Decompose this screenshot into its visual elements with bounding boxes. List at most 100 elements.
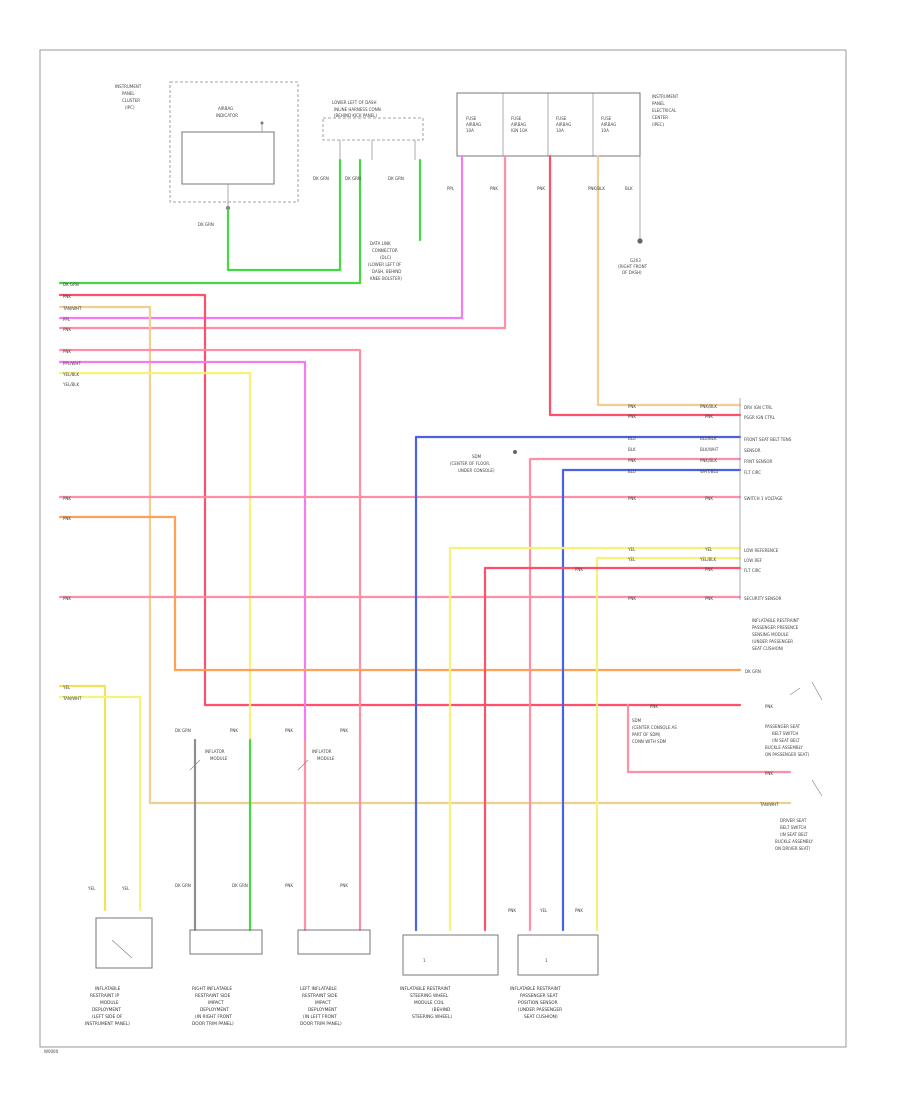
svg-text:INFLATABLE RESTRAINT: INFLATABLE RESTRAINT [752, 618, 800, 623]
cluster-label-4: (IPC) [125, 105, 135, 110]
svg-text:BELT SWITCH: BELT SWITCH [772, 731, 798, 736]
diagram-id: W0000 [44, 1049, 59, 1054]
svg-text:PPL: PPL [63, 317, 71, 322]
svg-text:(IN RIGHT FRONT: (IN RIGHT FRONT [195, 1014, 232, 1020]
svg-text:FLT CIRC: FLT CIRC [744, 470, 761, 475]
svg-text:FRNT SENSOR: FRNT SENSOR [744, 459, 773, 464]
svg-text:DK GRN: DK GRN [63, 282, 79, 287]
svg-text:MODULE: MODULE [317, 756, 335, 761]
cluster-label-2: PANEL [122, 91, 135, 96]
svg-text:BLU: BLU [628, 469, 636, 474]
svg-text:DK GRN: DK GRN [313, 176, 329, 181]
svg-text:FLT CIRC: FLT CIRC [744, 568, 761, 573]
svg-text:FUSE: FUSE [556, 116, 567, 121]
svg-text:PASSENGER SEAT: PASSENGER SEAT [520, 993, 558, 999]
svg-text:FUSE: FUSE [466, 116, 477, 121]
svg-text:YEL: YEL [627, 547, 636, 552]
svg-text:PASSENGER SEAT: PASSENGER SEAT [765, 724, 801, 729]
svg-text:PNK: PNK [63, 294, 71, 299]
svg-text:PPL/WHT: PPL/WHT [63, 361, 81, 366]
svg-text:BLK: BLK [625, 186, 633, 191]
right-inner-labels: PNK PNK BLU BLK PNK BLU PNK YEL YEL PNK … [575, 404, 658, 709]
svg-text:INFLATABLE RESTRAINT: INFLATABLE RESTRAINT [400, 986, 451, 992]
svg-text:PNK: PNK [628, 458, 636, 463]
svg-text:INFLATOR: INFLATOR [312, 749, 332, 754]
svg-text:YEL/BLK: YEL/BLK [62, 382, 80, 387]
svg-text:G203: G203 [630, 258, 641, 263]
svg-text:YEL/BLK: YEL/BLK [699, 557, 717, 562]
svg-text:YEL: YEL [704, 547, 713, 552]
svg-text:DRIVER SEAT: DRIVER SEAT [780, 818, 807, 823]
svg-text:INFLATOR: INFLATOR [205, 749, 225, 754]
svg-text:(LEFT SIDE OF: (LEFT SIDE OF [92, 1014, 123, 1020]
svg-text:DRV IGN CTRL: DRV IGN CTRL [744, 405, 773, 410]
svg-text:RESTRAINT IP: RESTRAINT IP [90, 993, 120, 999]
svg-text:DK GRN: DK GRN [345, 176, 361, 181]
svg-text:PNK: PNK [285, 728, 293, 733]
svg-text:PNK: PNK [705, 496, 713, 501]
svg-text:BELT SWITCH: BELT SWITCH [780, 825, 806, 830]
airbag-indicator-1: AIRBAG [218, 106, 233, 111]
top-wire-labels: DK GRN DK GRN DK GRN DK GRN PPL PNK PNK … [198, 176, 633, 227]
svg-text:DK GRN: DK GRN [175, 883, 191, 888]
svg-text:PNK: PNK [537, 186, 545, 191]
svg-text:YEL: YEL [87, 886, 96, 891]
svg-text:PNK: PNK [705, 414, 713, 419]
instrument-cluster: INSTRUMENT PANEL CLUSTER (IPC) AIRBAG IN… [115, 81, 299, 211]
svg-text:PNK: PNK [340, 728, 348, 733]
svg-text:(BEHIND: (BEHIND [432, 1007, 451, 1013]
svg-text:OF DASH): OF DASH) [622, 270, 642, 275]
svg-text:ON PASSENGER SEAT): ON PASSENGER SEAT) [765, 752, 810, 757]
svg-text:CENTER: CENTER [652, 115, 668, 120]
svg-text:IMPACT: IMPACT [208, 1000, 224, 1006]
svg-text:INLINE HARNESS CONN: INLINE HARNESS CONN [334, 107, 381, 112]
svg-text:(LOWER LEFT OF: (LOWER LEFT OF [368, 262, 402, 267]
ground-icon [637, 238, 643, 244]
sdm-ground-dot [513, 450, 517, 454]
svg-text:PNK: PNK [628, 596, 636, 601]
svg-text:RESTRAINT SIDE: RESTRAINT SIDE [195, 993, 231, 999]
svg-text:STEERING WHEEL: STEERING WHEEL [410, 993, 449, 999]
svg-text:(IN SEAT BELT: (IN SEAT BELT [780, 832, 808, 837]
svg-text:FRONT SEAT BELT TENS: FRONT SEAT BELT TENS [744, 437, 792, 442]
svg-text:RIGHT INFLATABLE: RIGHT INFLATABLE [192, 986, 232, 992]
svg-text:BLK: BLK [628, 447, 636, 452]
svg-text:PNK: PNK [63, 327, 71, 332]
svg-text:PASSENGER PRESENCE: PASSENGER PRESENCE [752, 625, 799, 630]
svg-text:CONN WITH SDM: CONN WITH SDM [632, 739, 667, 744]
svg-text:MODULE: MODULE [100, 1000, 119, 1006]
bottom-components: 1 1 [95, 917, 599, 976]
svg-text:IMPACT: IMPACT [315, 1000, 331, 1006]
svg-text:PNK: PNK [340, 883, 348, 888]
svg-text:LOW REF: LOW REF [744, 558, 763, 563]
svg-text:SEAT CUSHION): SEAT CUSHION) [524, 1014, 558, 1020]
svg-text:INFLATABLE RESTRAINT: INFLATABLE RESTRAINT [510, 986, 561, 992]
svg-text:BLK/WHT: BLK/WHT [700, 447, 719, 452]
svg-text:PNK/BLK: PNK/BLK [700, 458, 717, 463]
svg-text:MODULE: MODULE [210, 756, 228, 761]
svg-text:INSTRUMENT: INSTRUMENT [652, 94, 679, 99]
svg-text:SWITCH 1 VOLTAGE: SWITCH 1 VOLTAGE [744, 496, 783, 501]
svg-text:MODULE COIL: MODULE COIL [414, 1000, 445, 1006]
svg-text:DEPLOYMENT: DEPLOYMENT [92, 1007, 121, 1013]
svg-text:SECURITY SENSOR: SECURITY SENSOR [744, 596, 782, 601]
svg-text:PNK: PNK [765, 704, 773, 709]
svg-text:(IN SEAT BELT: (IN SEAT BELT [772, 738, 800, 743]
svg-text:DK GRN: DK GRN [198, 222, 214, 227]
svg-text:PNK: PNK [490, 186, 498, 191]
svg-text:PNK: PNK [650, 704, 658, 709]
svg-text:DASH, BEHIND: DASH, BEHIND [372, 269, 401, 274]
svg-text:PNK: PNK [705, 596, 713, 601]
svg-text:IGN 10A: IGN 10A [511, 128, 528, 133]
svg-text:WHT/BLU: WHT/BLU [700, 469, 719, 474]
svg-text:SDM: SDM [472, 454, 482, 459]
svg-text:AIRBAG: AIRBAG [466, 122, 481, 127]
sdm-pin-column: DRV IGN CTRL PSGR IGN CTRL FRONT SEAT BE… [739, 398, 792, 601]
left-bus-labels: DK GRN PNK TAN/WHT PPL PNK PNK PPL/WHT Y… [62, 282, 82, 701]
lower-left-dash-connector: LOWER LEFT OF DASH INLINE HARNESS CONN (… [322, 100, 424, 281]
cluster-label-1: INSTRUMENT [115, 84, 142, 89]
svg-text:DK GRN: DK GRN [175, 728, 191, 733]
svg-text:10A: 10A [556, 128, 564, 133]
svg-text:FUSE: FUSE [601, 116, 612, 121]
svg-text:YEL: YEL [539, 908, 548, 913]
